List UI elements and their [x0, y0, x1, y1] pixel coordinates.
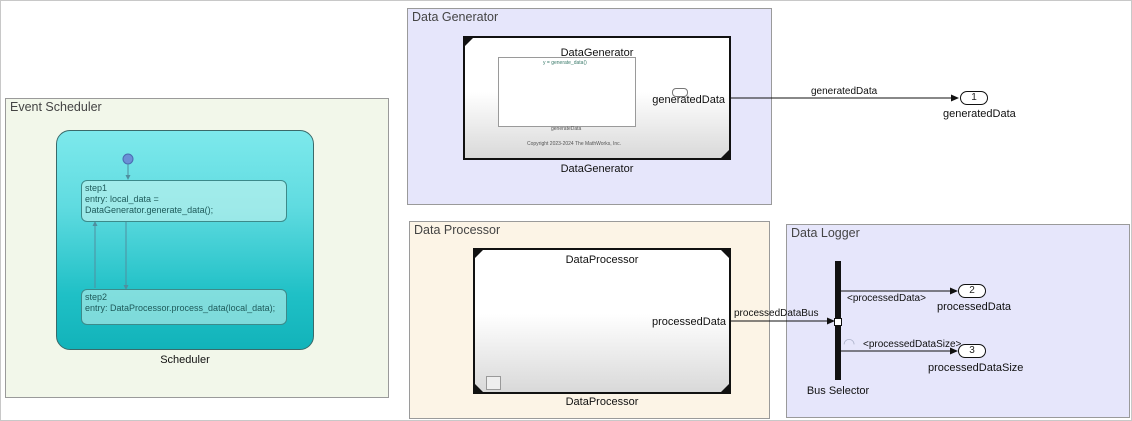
outport-2[interactable]: 2 [958, 284, 986, 298]
outport-1-label: generatedData [943, 108, 1016, 120]
data-generator-block-name: DataGenerator [560, 163, 634, 175]
state-step2-action: entry: DataProcessor.process_data(local_… [85, 303, 276, 313]
bus-selector-input-port [834, 318, 842, 326]
area-data-logger[interactable]: Data Logger [786, 224, 1130, 418]
data-generator-preview [498, 57, 636, 127]
outport-1-number: 1 [971, 92, 977, 103]
outport-1[interactable]: 1 [960, 91, 988, 105]
signal-label-processed-size: <processedDataSize> [863, 339, 962, 350]
data-processor-block-name: DataProcessor [565, 396, 639, 408]
signal-label-processed-data: <processedData> [847, 293, 926, 304]
data-generator-inner-title: DataGenerator [560, 47, 634, 59]
data-generator-inner-caption: generateData [551, 126, 582, 132]
outport-3-label: processedDataSize [928, 362, 1024, 374]
signal-label-processed-bus: processedDataBus [734, 308, 819, 319]
outport-2-number: 2 [969, 285, 975, 296]
area-title-data-generator: Data Generator [412, 10, 499, 24]
scheduler-block-name: Scheduler [160, 354, 210, 366]
data-processor-subsystem-icon [486, 376, 501, 390]
area-title-data-logger: Data Logger [791, 226, 860, 240]
data-generator-inner-port [672, 88, 688, 97]
signal-label-generated: generatedData [811, 86, 878, 97]
wifi-icon: ◠ [843, 335, 856, 351]
data-generator-block[interactable]: DataGenerator y = generate_data() genera… [463, 36, 731, 160]
data-generator-port-label: generatedData [652, 94, 725, 106]
data-processor-port-label: processedData [652, 316, 726, 328]
state-step1[interactable]: step1 entry: local_data = DataGenerator.… [81, 180, 287, 222]
outport-2-label: processedData [937, 301, 1011, 313]
outport-3-number: 3 [969, 345, 975, 356]
state-step2-name: step2 [85, 292, 108, 302]
bus-selector-label: Bus Selector [806, 385, 870, 397]
area-title-event-scheduler: Event Scheduler [10, 100, 102, 114]
data-generator-copyright: Copyright 2023-2024 The MathWorks, Inc. [527, 141, 622, 147]
data-processor-block[interactable]: DataProcessor processedData [473, 248, 731, 394]
data-generator-function-text: y = generate_data() [543, 60, 587, 66]
state-step2[interactable]: step2 entry: DataProcessor.process_data(… [81, 289, 287, 325]
area-title-data-processor: Data Processor [414, 223, 501, 237]
state-step1-action: entry: local_data = DataGenerator.genera… [85, 194, 214, 215]
data-processor-inner-title: DataProcessor [565, 254, 639, 266]
state-step1-name: step1 [85, 183, 108, 193]
outport-3[interactable]: 3 [958, 344, 986, 358]
